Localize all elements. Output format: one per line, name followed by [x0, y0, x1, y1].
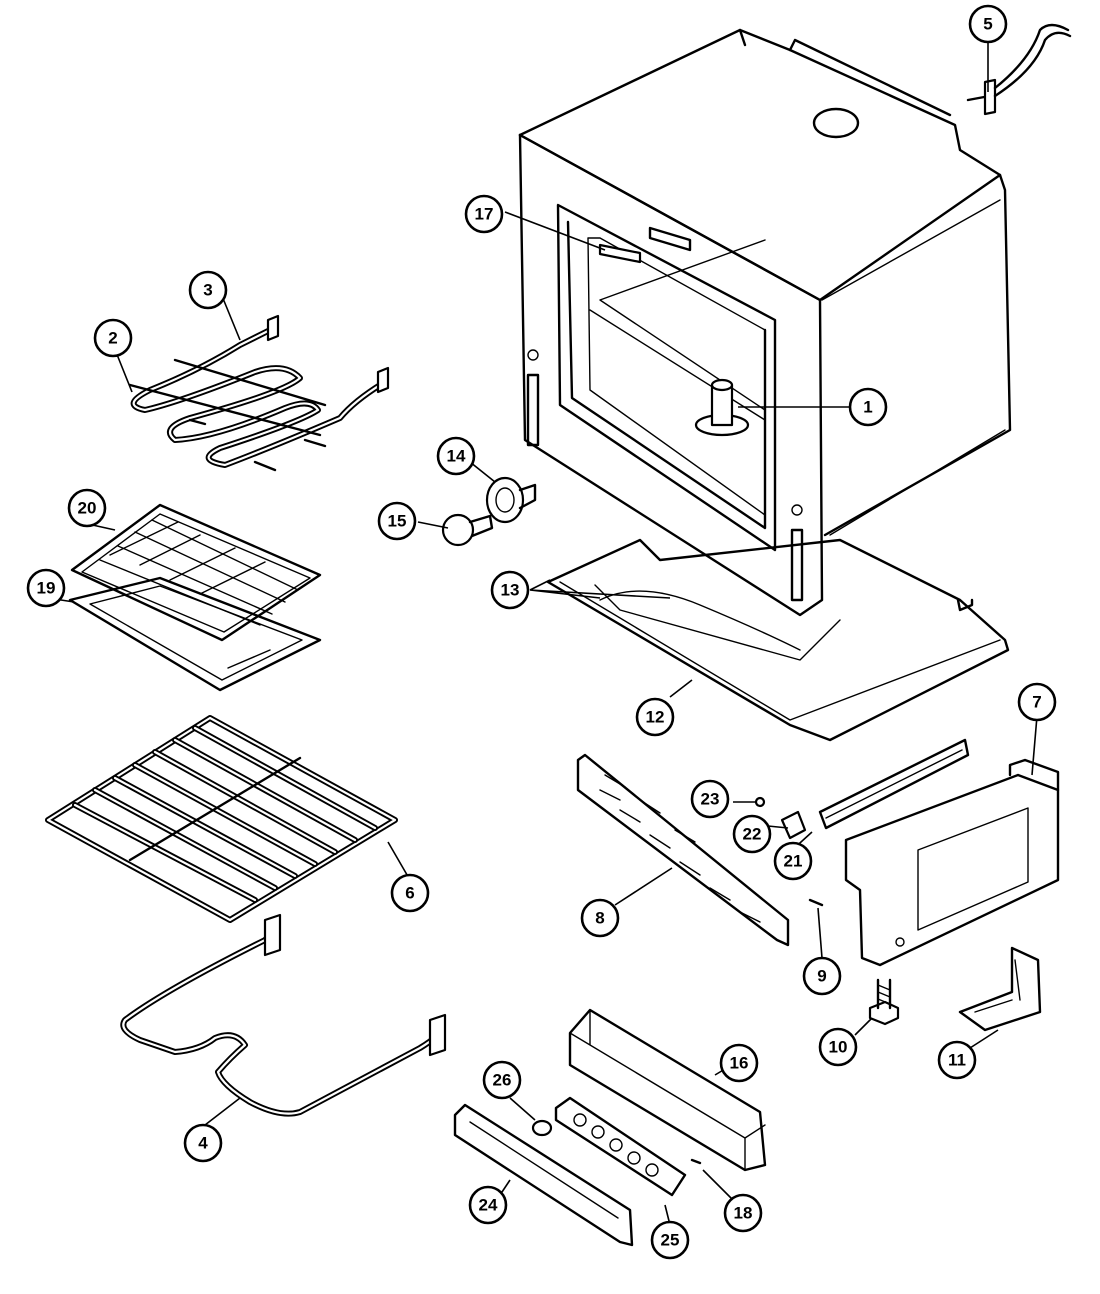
- svg-text:1: 1: [863, 398, 872, 417]
- part-16-control-trough: [568, 1008, 767, 1172]
- part-21-rail: [818, 738, 970, 830]
- part-23-screw: [754, 796, 766, 808]
- part-6-oven-rack: [45, 715, 398, 923]
- svg-text:9: 9: [817, 967, 826, 986]
- callout-20: 20: [67, 488, 107, 528]
- callout-13: 13: [490, 570, 530, 610]
- part-18-screw: [690, 1158, 702, 1165]
- callout-4: 4: [183, 1123, 223, 1163]
- callout-14: 14: [436, 436, 476, 476]
- svg-text:6: 6: [405, 884, 414, 903]
- callout-11: 11: [937, 1040, 977, 1080]
- callout-9: 9: [802, 956, 842, 996]
- svg-text:26: 26: [493, 1071, 512, 1090]
- part-19-broil-pan: [68, 576, 322, 692]
- oven-bottom-panel: [546, 538, 1010, 742]
- callout-7: 7: [1017, 682, 1057, 722]
- leader-lines: [47, 42, 1038, 1226]
- svg-text:17: 17: [475, 205, 494, 224]
- part-24-trim: [453, 1103, 634, 1247]
- callout-12: 12: [635, 697, 675, 737]
- callout-6: 6: [390, 873, 430, 913]
- svg-text:10: 10: [829, 1038, 848, 1057]
- callout-16: 16: [719, 1043, 759, 1083]
- svg-text:24: 24: [479, 1196, 498, 1215]
- part-3-broil-element: [128, 314, 390, 472]
- svg-text:5: 5: [983, 15, 992, 34]
- svg-text:14: 14: [447, 447, 466, 466]
- svg-text:4: 4: [198, 1134, 208, 1153]
- callout-5: 5: [968, 4, 1008, 44]
- callout-8: 8: [580, 898, 620, 938]
- part-22-bracket: [780, 810, 807, 840]
- svg-text:21: 21: [784, 852, 803, 871]
- callout-10: 10: [818, 1027, 858, 1067]
- callout-23: 23: [690, 779, 730, 819]
- callout-2: 2: [93, 318, 133, 358]
- callout-1: 1: [848, 387, 888, 427]
- svg-text:23: 23: [701, 790, 720, 809]
- callout-17: 17: [464, 194, 504, 234]
- svg-text:13: 13: [501, 581, 520, 600]
- oven-cavity: [518, 28, 1012, 617]
- callout-15: 15: [377, 501, 417, 541]
- svg-text:19: 19: [37, 579, 56, 598]
- part-14-lamp-socket: [485, 476, 537, 524]
- callout-24: 24: [468, 1185, 508, 1225]
- part-4-bake-element: [120, 913, 447, 1117]
- svg-text:7: 7: [1032, 693, 1041, 712]
- part-7-panel: [844, 758, 1060, 967]
- callout-19: 19: [26, 568, 66, 608]
- svg-text:18: 18: [734, 1204, 753, 1223]
- svg-text:25: 25: [661, 1231, 680, 1250]
- svg-text:8: 8: [595, 909, 604, 928]
- part-11-bracket: [958, 946, 1042, 1032]
- callout-18: 18: [723, 1193, 763, 1233]
- svg-text:15: 15: [388, 512, 407, 531]
- part-26-knob: [531, 1119, 553, 1137]
- part-8-toe-plate: [576, 753, 790, 947]
- svg-text:11: 11: [948, 1051, 966, 1070]
- part-15-lamp-bulb: [441, 513, 494, 547]
- callout-22: 22: [732, 814, 772, 854]
- svg-text:16: 16: [730, 1054, 749, 1073]
- callout-3: 3: [188, 270, 228, 310]
- callout-21: 21: [773, 841, 813, 881]
- svg-text:3: 3: [203, 281, 212, 300]
- part-20-broil-pan-insert: [70, 503, 322, 642]
- callout-26: 26: [482, 1060, 522, 1100]
- svg-text:2: 2: [108, 329, 117, 348]
- part-9-screw: [808, 898, 824, 907]
- callout-25: 25: [650, 1220, 690, 1260]
- part-10-leveling-leg: [868, 978, 900, 1026]
- svg-text:12: 12: [646, 708, 665, 727]
- svg-text:22: 22: [743, 825, 762, 844]
- svg-text:20: 20: [78, 499, 97, 518]
- part-25-switch-block: [554, 1096, 687, 1197]
